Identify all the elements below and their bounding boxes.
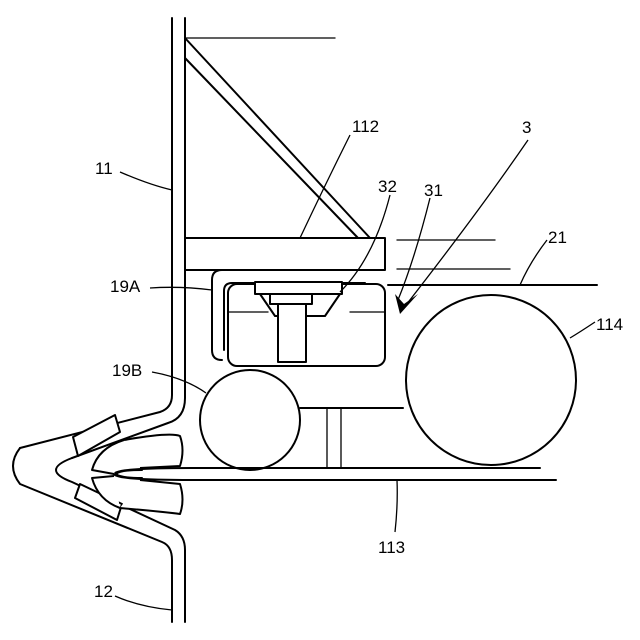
label-roller-large: 114 [596, 315, 623, 334]
label-clip-b: 19B [112, 361, 142, 380]
label-rail: 113 [378, 538, 405, 557]
label-bolt: 32 [378, 177, 397, 196]
label-block: 31 [424, 181, 443, 200]
label-wall-lower: 12 [94, 582, 113, 601]
assembly-arrow [395, 140, 528, 314]
upper-wall [20, 18, 185, 458]
label-wall-upper: 11 [95, 159, 113, 178]
support-frame [300, 408, 403, 468]
label-assembly: 3 [522, 118, 531, 137]
label-clip-a: 19A [110, 277, 141, 296]
label-bracket: 112 [352, 117, 379, 136]
support-bracket [185, 38, 510, 270]
label-plate: 21 [548, 228, 567, 247]
